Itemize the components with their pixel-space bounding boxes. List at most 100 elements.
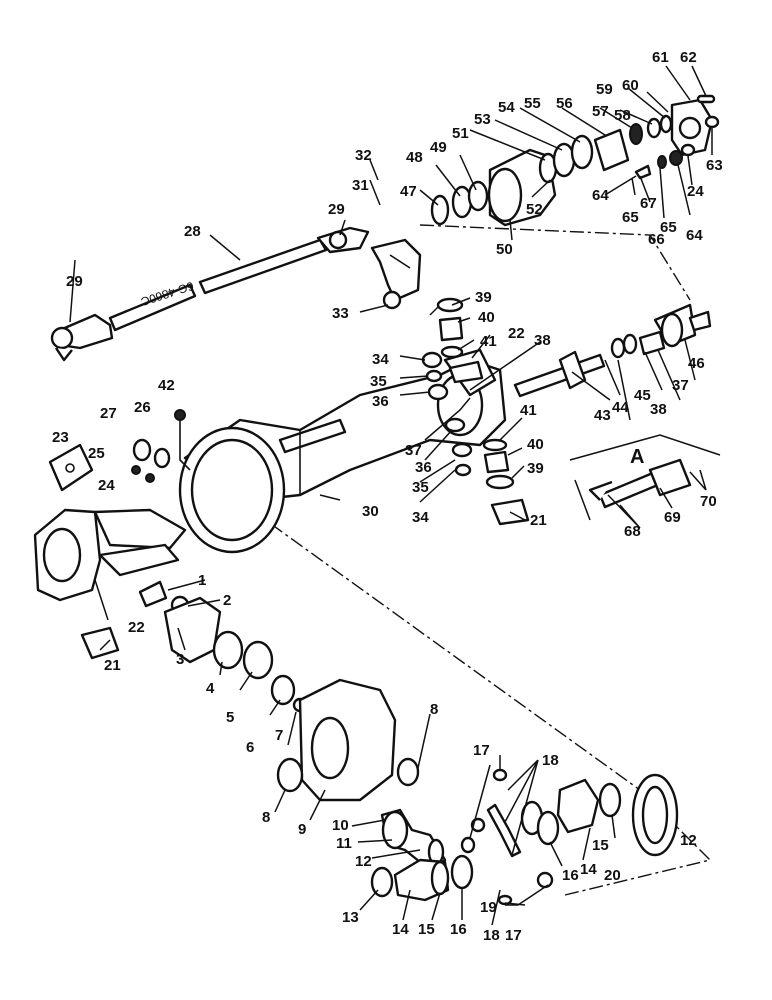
part-number-17a: 17 (473, 742, 490, 759)
part-numbers: 1 2 3 4 5 6 7 8 8 9 10 11 12 12 13 14 14… (52, 49, 723, 944)
part-number-62: 62 (680, 49, 697, 66)
kingpin-stack (421, 297, 515, 490)
part-number-39a: 39 (475, 289, 492, 306)
part-number-49: 49 (430, 139, 447, 156)
part-number-12b: 12 (680, 832, 697, 849)
part-number-40a: 40 (478, 309, 495, 326)
ring-gear-diff (460, 768, 679, 906)
part-number-36b: 36 (415, 459, 432, 476)
part-number-28: 28 (184, 223, 201, 240)
part-number-64b: 64 (686, 227, 703, 244)
part-number-38b: 38 (650, 401, 667, 418)
part-number-31: 31 (352, 177, 369, 194)
part-number-40b: 40 (527, 436, 544, 453)
part-number-64a: 64 (592, 187, 609, 204)
part-number-56: 56 (556, 95, 573, 112)
part-number-3: 3 (176, 651, 184, 668)
view-a-label: A (630, 446, 644, 468)
part-number-41a: 41 (480, 333, 497, 350)
part-number-16b: 16 (562, 867, 579, 884)
part-number-11: 11 (336, 835, 352, 852)
view-a: A (569, 434, 721, 521)
part-number-26: 26 (134, 399, 151, 416)
part-number-55: 55 (524, 95, 541, 112)
part-number-4: 4 (206, 680, 215, 697)
part-number-36a: 36 (372, 393, 389, 410)
tie-rod: 6C-4860C (50, 226, 370, 362)
part-number-6: 6 (246, 739, 254, 756)
part-number-22a: 22 (128, 619, 145, 636)
part-number-18b: 18 (483, 927, 500, 944)
part-number-33: 33 (332, 305, 349, 322)
part-number-59: 59 (596, 81, 613, 98)
part-number-32: 32 (355, 147, 372, 164)
part-number-34b: 34 (412, 509, 429, 526)
part-number-60: 60 (622, 77, 639, 94)
part-number-45: 45 (634, 387, 651, 404)
part-number-8a: 8 (262, 809, 270, 826)
part-number-18a: 18 (542, 752, 559, 769)
part-number-37a: 37 (405, 442, 422, 459)
part-number-54: 54 (498, 99, 515, 116)
part-number-69: 69 (664, 509, 681, 526)
part-number-47: 47 (400, 183, 417, 200)
part-number-42: 42 (158, 377, 175, 394)
part-number-16a: 16 (450, 921, 467, 938)
part-number-44: 44 (612, 399, 629, 416)
part-number-51: 51 (452, 125, 469, 142)
part-number-7: 7 (275, 727, 283, 744)
part-number-70: 70 (700, 493, 717, 510)
part-number-61: 61 (652, 49, 669, 66)
part-number-66: 66 (648, 231, 665, 248)
differential-carrier (138, 580, 420, 802)
part-number-9: 9 (298, 821, 306, 838)
part-number-22b: 22 (508, 325, 525, 342)
axle-shaft (513, 303, 712, 398)
part-number-25: 25 (88, 445, 105, 462)
part-number-65b: 65 (660, 219, 677, 236)
part-number-46: 46 (688, 355, 705, 372)
part-number-27: 27 (100, 405, 117, 422)
steering-arm (370, 238, 422, 310)
part-number-14b: 14 (580, 861, 597, 878)
part-number-35b: 35 (412, 479, 429, 496)
part-number-14a: 14 (392, 921, 409, 938)
part-number-29a: 29 (66, 273, 83, 290)
part-number-65a: 65 (622, 209, 639, 226)
part-number-12a: 12 (355, 853, 372, 870)
part-number-52: 52 (526, 201, 543, 218)
assembly-lines (209, 224, 712, 896)
part-number-63: 63 (706, 157, 723, 174)
part-number-37b: 37 (672, 377, 689, 394)
part-number-24b: 24 (687, 183, 704, 200)
axle-housing (178, 348, 507, 554)
part-number-48: 48 (406, 149, 423, 166)
part-number-15a: 15 (418, 921, 435, 938)
part-number-21b: 21 (530, 512, 547, 529)
part-number-34a: 34 (372, 351, 389, 368)
small-parts-left (131, 409, 191, 483)
part-number-29b: 29 (328, 201, 345, 218)
part-number-58: 58 (614, 107, 631, 124)
part-number-38a: 38 (534, 332, 551, 349)
part-number-19: 19 (480, 899, 497, 916)
pads (48, 360, 530, 660)
part-number-50: 50 (496, 241, 513, 258)
part-number-41b: 41 (520, 402, 537, 419)
part-number-43: 43 (594, 407, 611, 424)
part-number-21a: 21 (104, 657, 121, 674)
part-number-67: 67 (640, 195, 657, 212)
part-number-68: 68 (624, 523, 641, 540)
part-number-15b: 15 (592, 837, 609, 854)
part-number-20: 20 (604, 867, 621, 884)
part-number-23: 23 (52, 429, 69, 446)
part-number-39b: 39 (527, 460, 544, 477)
part-number-30: 30 (362, 503, 379, 520)
steering-knuckle (33, 508, 187, 602)
part-number-57: 57 (592, 103, 609, 120)
part-number-24a: 24 (98, 477, 115, 494)
leader-lines (69, 65, 713, 926)
diff-case (370, 854, 474, 902)
part-number-35a: 35 (370, 373, 387, 390)
part-number-2: 2 (223, 592, 231, 609)
